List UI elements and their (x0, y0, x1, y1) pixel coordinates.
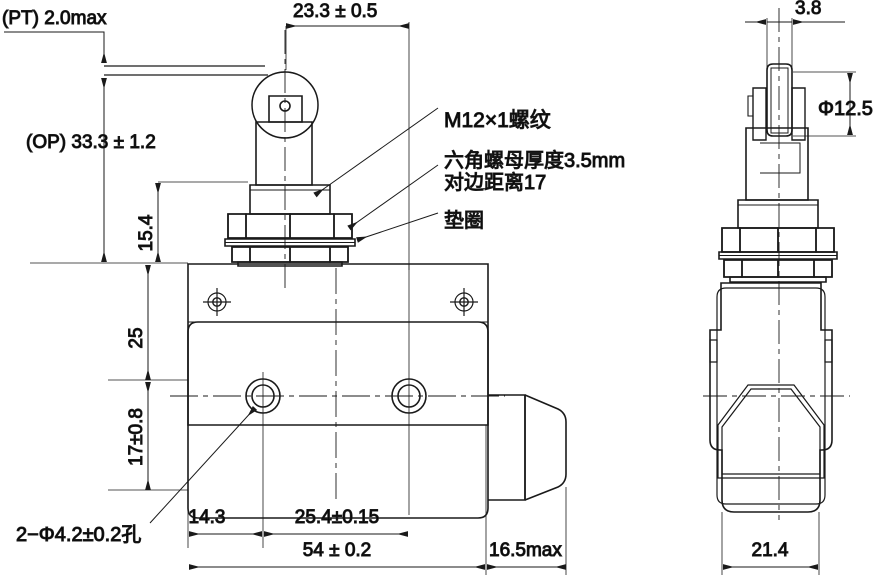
nut-base-plate (237, 261, 343, 267)
mounting-marker-right (450, 288, 478, 316)
dim-body-lower-label: 17±0.8 (126, 408, 147, 466)
dim-body-upper (108, 265, 188, 381)
annotation-thread: M12×1螺纹 (444, 109, 551, 132)
dim-thread-height (155, 181, 248, 262)
dim-roller-dia (793, 71, 856, 137)
roller-bracket (268, 95, 303, 123)
dim-roller-width (745, 18, 845, 68)
dim-pt-max (4, 31, 107, 63)
pt-travel-lines (104, 65, 268, 76)
front-body-inner-lines (188, 321, 488, 426)
front-body-upper-block (187, 263, 489, 426)
annotation-hexnut-line1: 六角螺母厚度3.5mm (444, 149, 625, 172)
dim-hole-offset-label: 14.3 (189, 507, 226, 528)
hex-nut-lower (231, 246, 349, 263)
dim-terminal-depth (487, 487, 567, 575)
leader-holes (149, 406, 258, 524)
dim-top-offset (285, 22, 410, 270)
dim-op-total (30, 78, 188, 264)
side-body-outline (709, 282, 833, 513)
side-clip-left (709, 339, 718, 363)
annotation-washer: 垫圈 (444, 209, 484, 232)
hex-nut-upper (227, 213, 353, 239)
annotation-holes: 2−Φ4.2±0.2孔 (16, 523, 141, 546)
front-hole-extension-lines (187, 264, 487, 575)
dim-hole-pitch-label: 25.4±0.15 (295, 507, 379, 528)
side-roller-fork (747, 87, 806, 141)
threaded-barrel (249, 184, 331, 215)
dim-op-total-label: (OP) 33.3 ± 1.2 (26, 132, 156, 153)
side-threaded-barrel (737, 199, 819, 229)
annotation-hexnut-line2: 对边距离17 (444, 171, 546, 194)
dim-terminal-depth-label: 16.5max (489, 540, 562, 561)
dim-body-length-label: 54 ± 0.2 (303, 540, 372, 561)
side-nut-base (729, 276, 827, 283)
side-chevron-shape (717, 384, 825, 479)
front-body-lower-block (187, 321, 489, 519)
leader-thread (313, 107, 439, 198)
side-plunger-body (745, 127, 809, 201)
leader-washer (356, 212, 439, 243)
dim-body-upper-label: 25 (126, 327, 147, 348)
mounting-marker-left (203, 288, 231, 316)
dim-roller-width-label: 3.8 (795, 0, 821, 19)
leader-hexnut (347, 164, 439, 231)
dim-side-width (721, 512, 820, 575)
front-terminal-block (488, 394, 567, 501)
washer (224, 238, 356, 247)
dim-body-lower (108, 382, 188, 491)
dim-side-width-label: 21.4 (752, 540, 789, 561)
side-hex-nut-lower (723, 259, 833, 278)
dim-roller-dia-label: Φ12.5 (818, 98, 873, 120)
side-washer (718, 251, 838, 260)
dim-thread-height-label: 15.4 (136, 214, 157, 251)
side-clip-right (824, 339, 833, 363)
side-roller (766, 63, 793, 137)
dim-pt-max-label: (PT) 2.0max (2, 8, 107, 29)
side-inner-cover (716, 287, 826, 505)
dim-top-offset-label: 23.3 ± 0.5 (293, 1, 377, 22)
side-hex-nut-upper (721, 227, 835, 253)
